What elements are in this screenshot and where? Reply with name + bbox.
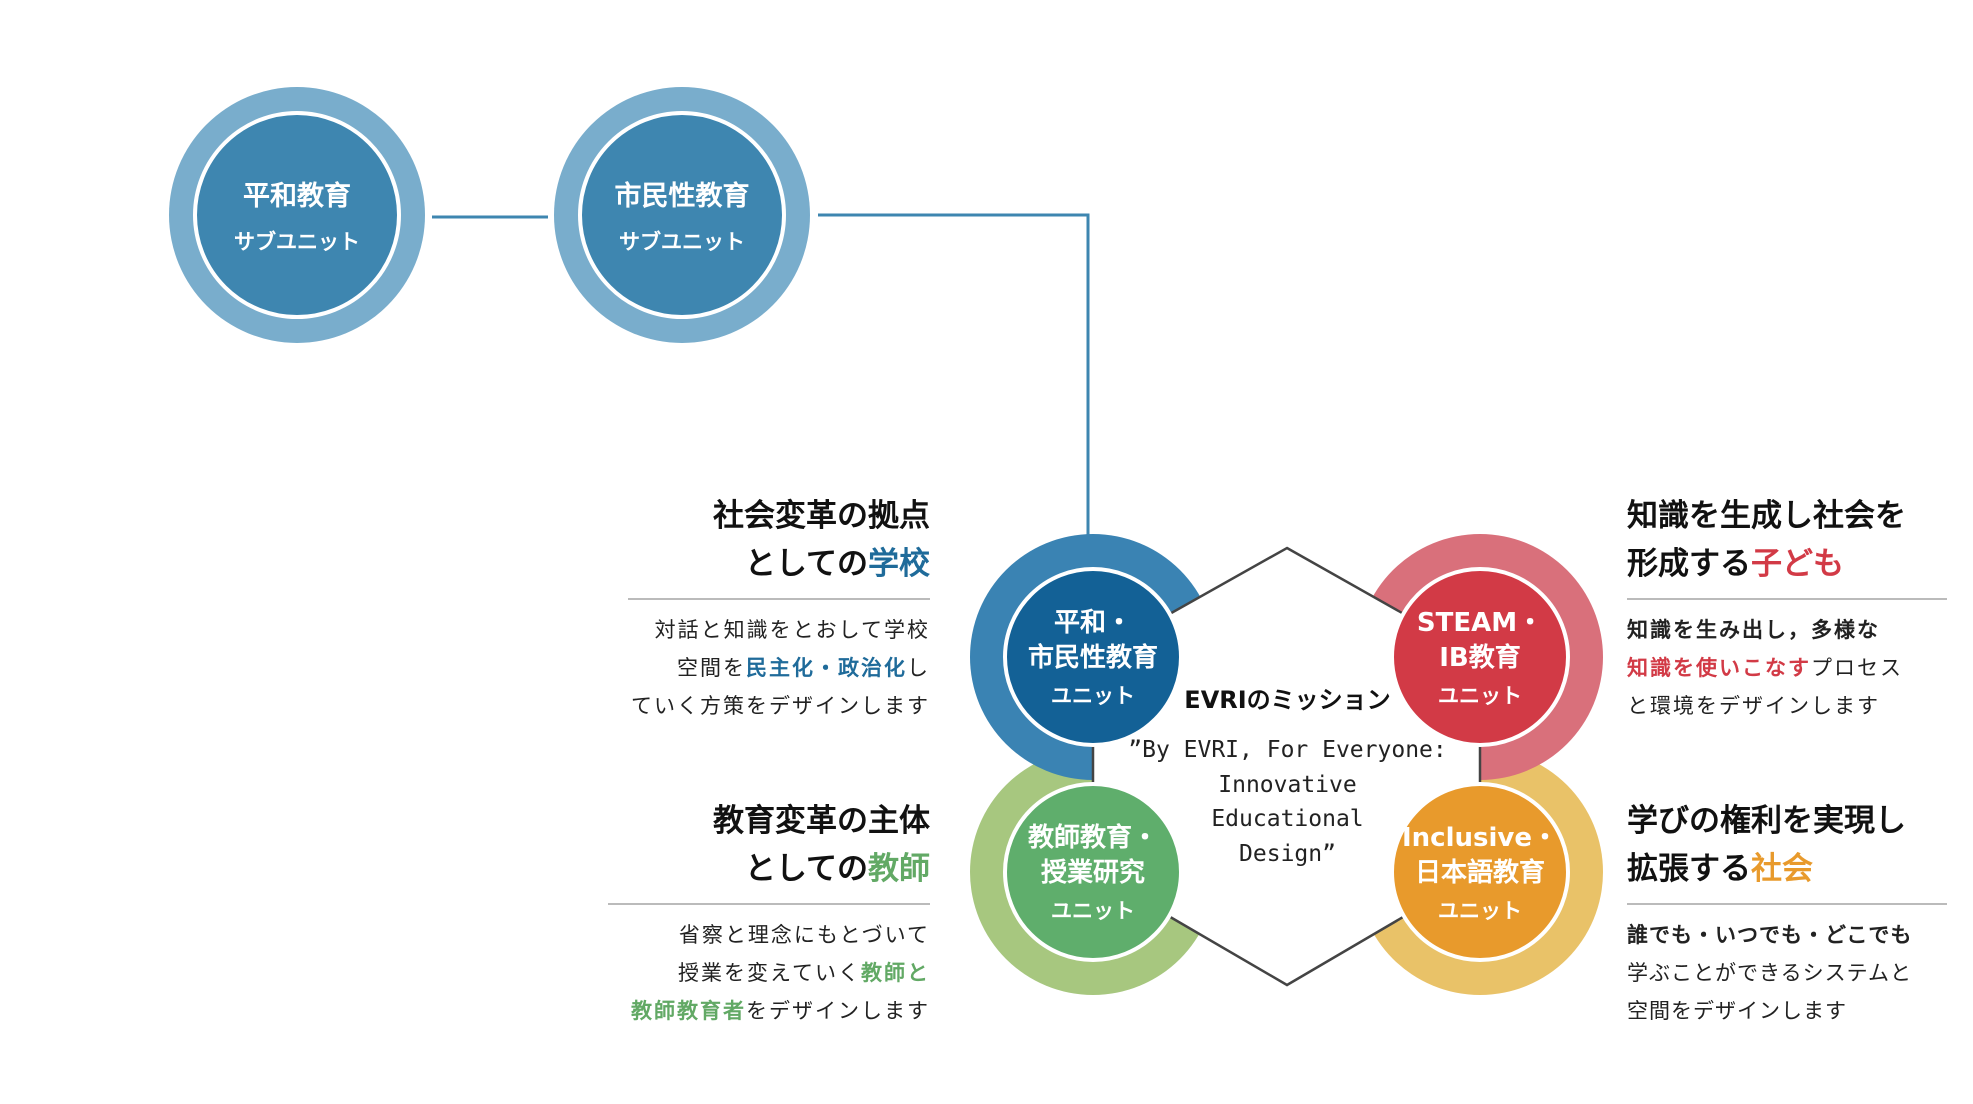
orange-unit-line2: 日本語教育 bbox=[1414, 858, 1545, 889]
green-unit-line2: 授業研究 bbox=[1040, 858, 1145, 889]
school-divider bbox=[628, 598, 930, 601]
teacher-heading-line2: としての教師 bbox=[608, 845, 930, 893]
green-unit-line1: 教師教育・ bbox=[1027, 823, 1158, 853]
school-text-accent: 民主化・政治化 bbox=[746, 655, 907, 680]
society-divider bbox=[1627, 903, 1947, 906]
peace-subunit-title: 平和教育 bbox=[243, 181, 351, 212]
child-text-2b: プロセス bbox=[1811, 655, 1903, 680]
school-text-line3: ていく方策をデザインします bbox=[631, 693, 930, 718]
orange-unit-line1: Inclusive・ bbox=[1402, 823, 1558, 853]
peace-subunit-sub: サブユニット bbox=[234, 229, 360, 254]
school-text-line2: 空間を民主化・政治化し bbox=[628, 650, 930, 688]
child-heading-line2: 形成する子ども bbox=[1627, 540, 1947, 588]
red-unit-line2: IB教育 bbox=[1439, 643, 1521, 674]
civic-subunit-label: 市民性教育 サブユニット bbox=[582, 182, 782, 256]
society-text-line1: 誰でも・いつでも・どこでも bbox=[1627, 923, 1913, 948]
teacher-text-3b: をデザインします bbox=[746, 998, 930, 1023]
society-text-line3: 空間をデザインします bbox=[1627, 998, 1847, 1023]
child-heading-accent: 子ども bbox=[1751, 546, 1844, 583]
child-block: 知識を生成し社会を 形成する子ども 知識を生み出し，多様な 知識を使いこなすプロ… bbox=[1627, 492, 1947, 725]
child-divider bbox=[1627, 598, 1947, 601]
orange-unit-label: Inclusive・ 日本語教育 ユニット bbox=[1380, 821, 1580, 925]
mission-quote-line3: Educational bbox=[1211, 806, 1364, 832]
blue-unit-line1: 平和・ bbox=[1053, 608, 1132, 638]
school-text-2c: し bbox=[907, 655, 930, 680]
school-heading-accent: 学校 bbox=[868, 546, 930, 583]
school-heading-line1: 社会変革の拠点 bbox=[713, 498, 930, 534]
blue-unit-line2: 市民性教育 bbox=[1027, 643, 1158, 674]
teacher-heading-line1: 教育変革の主体 bbox=[713, 803, 930, 839]
orange-unit-sub: ユニット bbox=[1438, 899, 1522, 924]
red-unit-label: STEAM・ IB教育 ユニット bbox=[1390, 606, 1570, 710]
child-text-line2: 知識を使いこなすプロセス bbox=[1627, 650, 1947, 688]
teacher-divider bbox=[608, 903, 930, 906]
teacher-text-line1: 省察と理念にもとづいて bbox=[678, 923, 930, 948]
society-heading-accent: 社会 bbox=[1751, 851, 1813, 888]
teacher-text-2a: 授業を変えていく bbox=[678, 960, 861, 985]
teacher-text-line3: 教師教育者をデザインします bbox=[608, 993, 930, 1031]
blue-unit-sub: ユニット bbox=[1051, 684, 1135, 709]
child-heading-line1: 知識を生成し社会を bbox=[1627, 498, 1906, 534]
mission-quote-line4: Design” bbox=[1239, 840, 1336, 867]
blue-unit-label: 平和・ 市民性教育 ユニット bbox=[1003, 606, 1183, 710]
red-unit-line1: STEAM・ bbox=[1416, 608, 1544, 638]
teacher-text-accent1: 教師と bbox=[861, 960, 930, 985]
teacher-heading-accent: 教師 bbox=[868, 851, 930, 888]
teacher-text-line2: 授業を変えていく教師と bbox=[608, 955, 930, 993]
school-heading-line2: としての学校 bbox=[628, 540, 930, 588]
school-heading-text: としての bbox=[744, 546, 868, 583]
mission-title: EVRIのミッション bbox=[1184, 686, 1391, 714]
society-heading-text: 拡張する bbox=[1627, 851, 1751, 888]
mission-quote-line1: ”By EVRI, For Everyone: bbox=[1128, 737, 1447, 763]
blue-unit-inner-circle bbox=[1003, 567, 1183, 747]
child-text-line3: と環境をデザインします bbox=[1627, 693, 1880, 718]
civic-subunit-circle bbox=[554, 87, 810, 343]
society-text-line2: 学ぶことができるシステムと bbox=[1627, 960, 1912, 985]
school-text-line1: 対話と知識をとおして学校 bbox=[654, 618, 930, 643]
mission-quote-line2: Innovative bbox=[1218, 771, 1357, 798]
child-heading-text: 形成する bbox=[1627, 546, 1751, 583]
society-heading-line2: 拡張する社会 bbox=[1627, 845, 1947, 893]
mission-quote: ”By EVRI, For Everyone: Innovative Educa… bbox=[1125, 733, 1450, 871]
connector-civic-unit bbox=[818, 213, 1090, 540]
teacher-text-accent2: 教師教育者 bbox=[631, 998, 746, 1023]
peace-subunit-circle bbox=[169, 87, 425, 343]
school-block: 社会変革の拠点 としての学校 対話と知識をとおして学校 空間を民主化・政治化し … bbox=[628, 492, 930, 725]
school-text-2a: 空間を bbox=[677, 655, 746, 680]
society-heading-line1: 学びの権利を実現し bbox=[1627, 803, 1906, 839]
civic-subunit-title: 市民性教育 bbox=[614, 181, 750, 212]
teacher-heading-text: としての bbox=[744, 851, 868, 888]
red-unit-sub: ユニット bbox=[1438, 684, 1522, 709]
orange-unit-inner-circle bbox=[1390, 782, 1570, 962]
green-unit-sub: ユニット bbox=[1051, 899, 1135, 924]
teacher-block: 教育変革の主体 としての教師 省察と理念にもとづいて 授業を変えていく教師と 教… bbox=[608, 797, 930, 1030]
society-block: 学びの権利を実現し 拡張する社会 誰でも・いつでも・どこでも 学ぶことができるシ… bbox=[1627, 797, 1947, 1030]
civic-subunit-sub: サブユニット bbox=[619, 229, 745, 254]
red-unit-inner-circle bbox=[1390, 567, 1570, 747]
child-text-accent: 知識を使いこなす bbox=[1627, 655, 1811, 680]
green-unit-inner-circle bbox=[1003, 782, 1183, 962]
peace-subunit-label: 平和教育 サブユニット bbox=[197, 182, 397, 256]
child-text-line1: 知識を生み出し，多様な bbox=[1627, 618, 1880, 643]
green-unit-label: 教師教育・ 授業研究 ユニット bbox=[1003, 821, 1183, 925]
